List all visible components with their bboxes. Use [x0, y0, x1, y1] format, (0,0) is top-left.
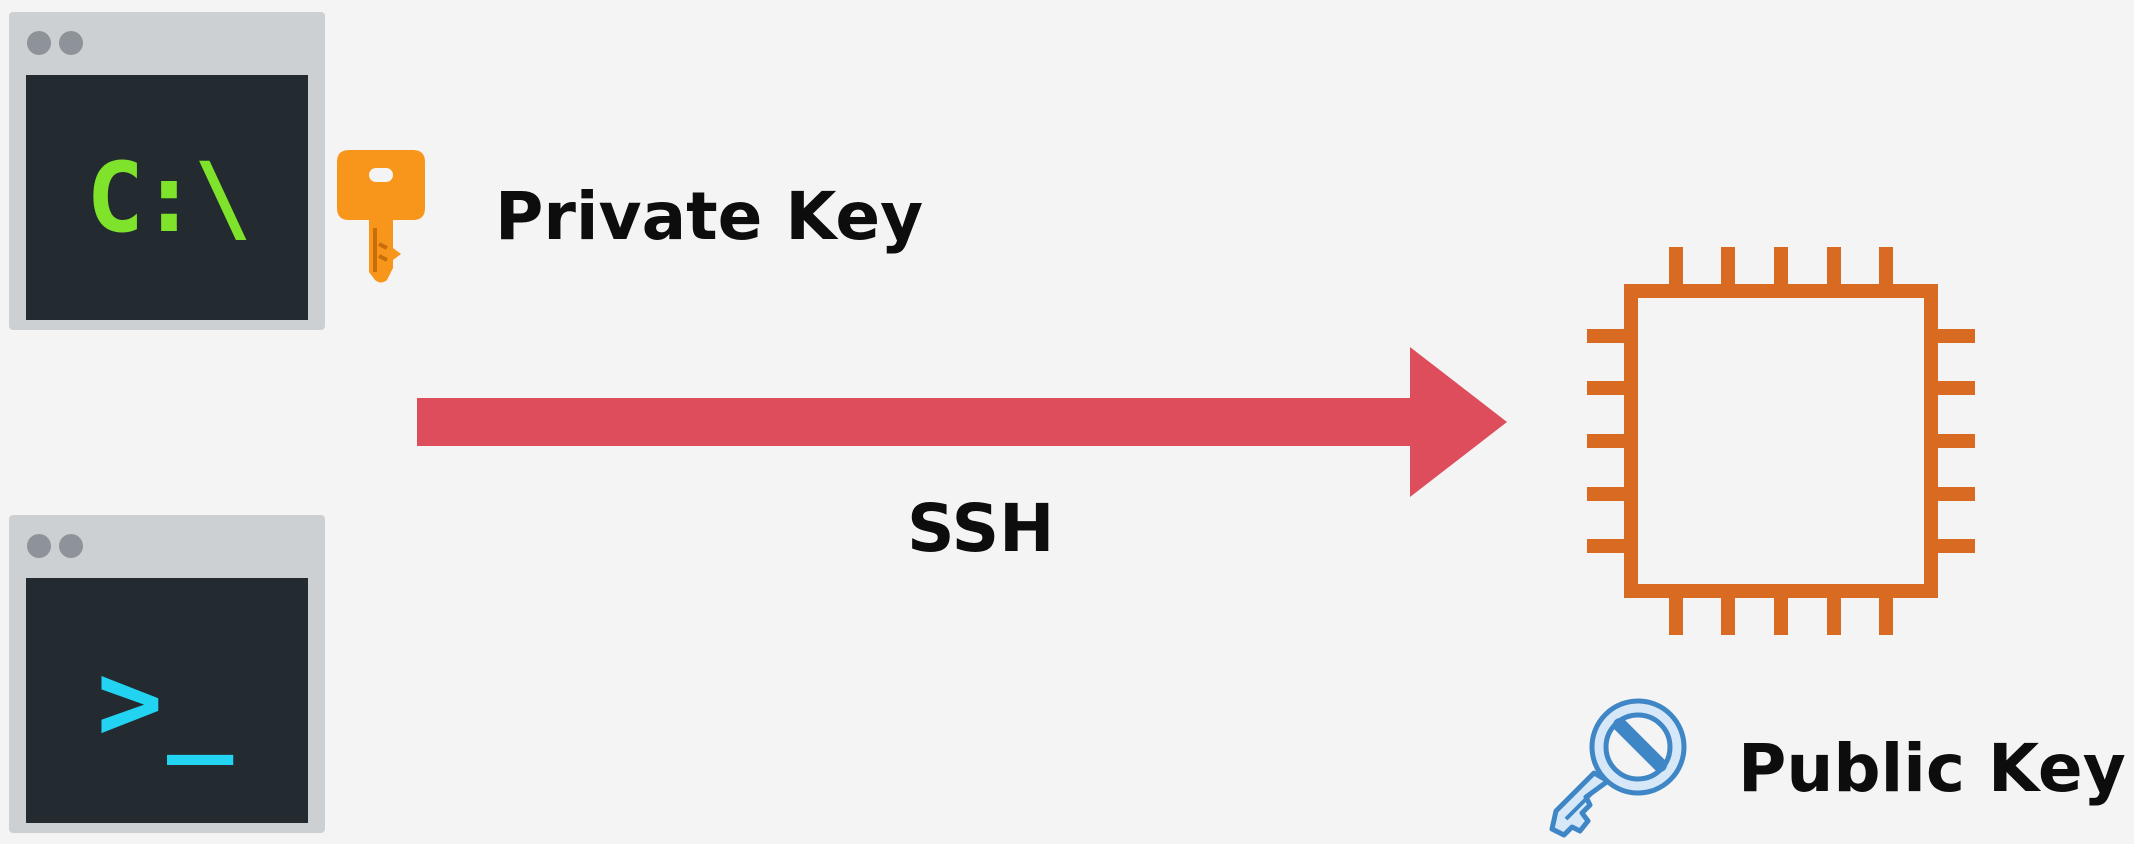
terminal-screen: >_	[26, 578, 308, 823]
window-dot	[59, 534, 83, 558]
cmd-screen: C:\	[26, 75, 308, 320]
chip-icon	[1587, 247, 1975, 635]
private-key-label: Private Key	[495, 178, 924, 255]
ssh-label: SSH	[907, 490, 1055, 567]
arrow-right-icon	[417, 347, 1507, 497]
window-dot	[27, 31, 51, 55]
cmd-prompt: C:\	[86, 141, 251, 254]
key-icon	[337, 150, 425, 283]
public-key-label: Public Key	[1738, 730, 2126, 807]
key-outline-icon	[1549, 698, 1687, 838]
terminal-window: >_	[9, 515, 325, 833]
window-dot	[59, 31, 83, 55]
terminal-prompt: >_	[96, 636, 238, 765]
window-dot	[27, 534, 51, 558]
cmd-window: C:\	[9, 12, 325, 330]
